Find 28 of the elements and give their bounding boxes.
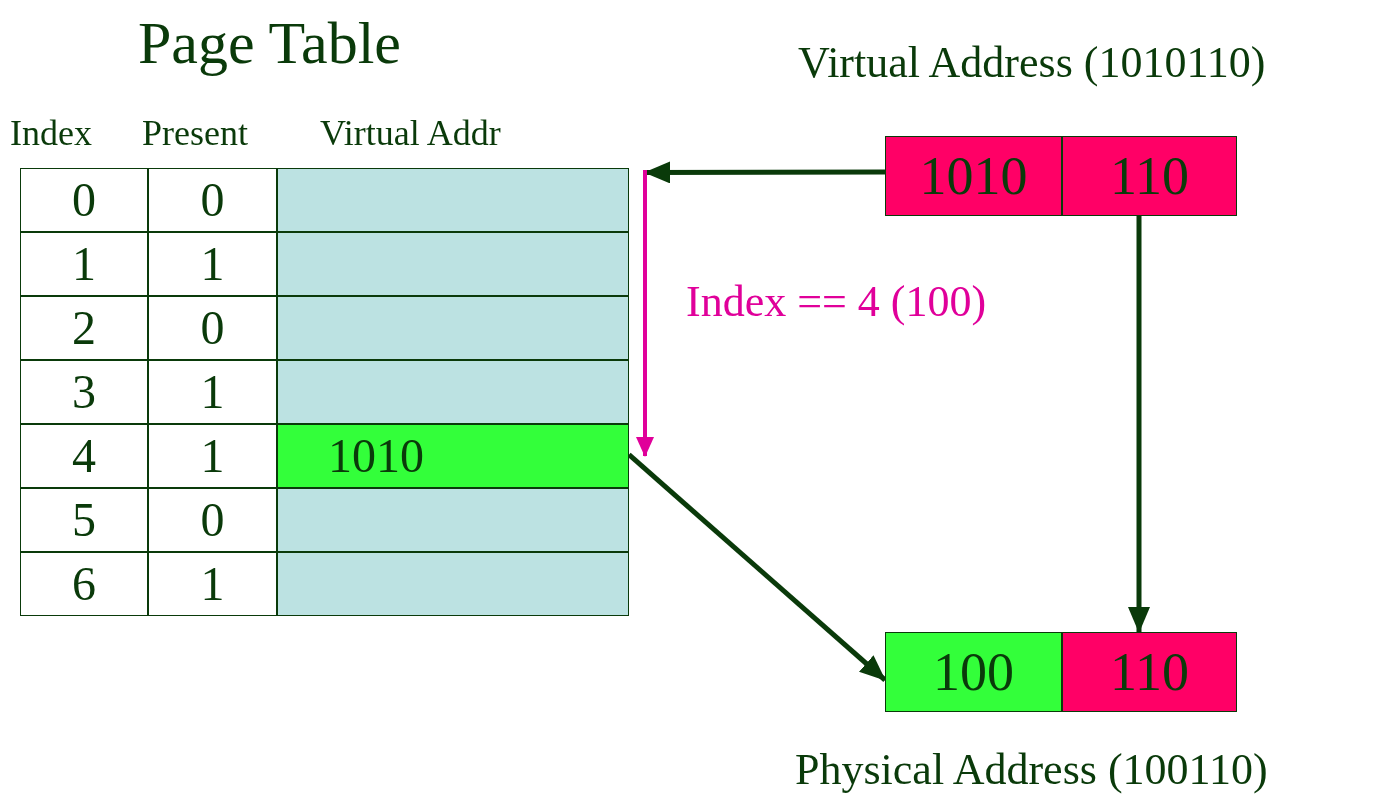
table-cell: 1: [148, 424, 277, 488]
table-cell: 0: [148, 488, 277, 552]
address-field: 1010: [885, 136, 1062, 216]
arrow: [627, 452, 887, 682]
table-cell: 0: [20, 168, 148, 232]
table-cell: 3: [20, 360, 148, 424]
column-header: Index: [10, 115, 92, 151]
table-cell: 1: [148, 360, 277, 424]
column-header: Present: [142, 115, 248, 151]
address-heading: Physical Address (100110): [795, 748, 1268, 792]
table-row-highlight: 1010: [277, 424, 629, 488]
table-cell: 4: [20, 424, 148, 488]
table-cell: 0: [148, 168, 277, 232]
table-cell: 1: [20, 232, 148, 296]
arrow: [636, 170, 654, 457]
address-field: 110: [1062, 136, 1237, 216]
table-cell: 0: [148, 296, 277, 360]
table-cell: 1: [148, 232, 277, 296]
address-field: 110: [1062, 632, 1237, 712]
arrow: [1128, 216, 1150, 633]
table-cell: 5: [20, 488, 148, 552]
arrow: [644, 161, 885, 184]
column-header: Virtual Addr: [320, 115, 501, 151]
address-field: 100: [885, 632, 1062, 712]
address-heading: Virtual Address (1010110): [798, 41, 1266, 85]
table-cell: 1: [148, 552, 277, 616]
table-cell: 6: [20, 552, 148, 616]
table-cell: 2: [20, 296, 148, 360]
